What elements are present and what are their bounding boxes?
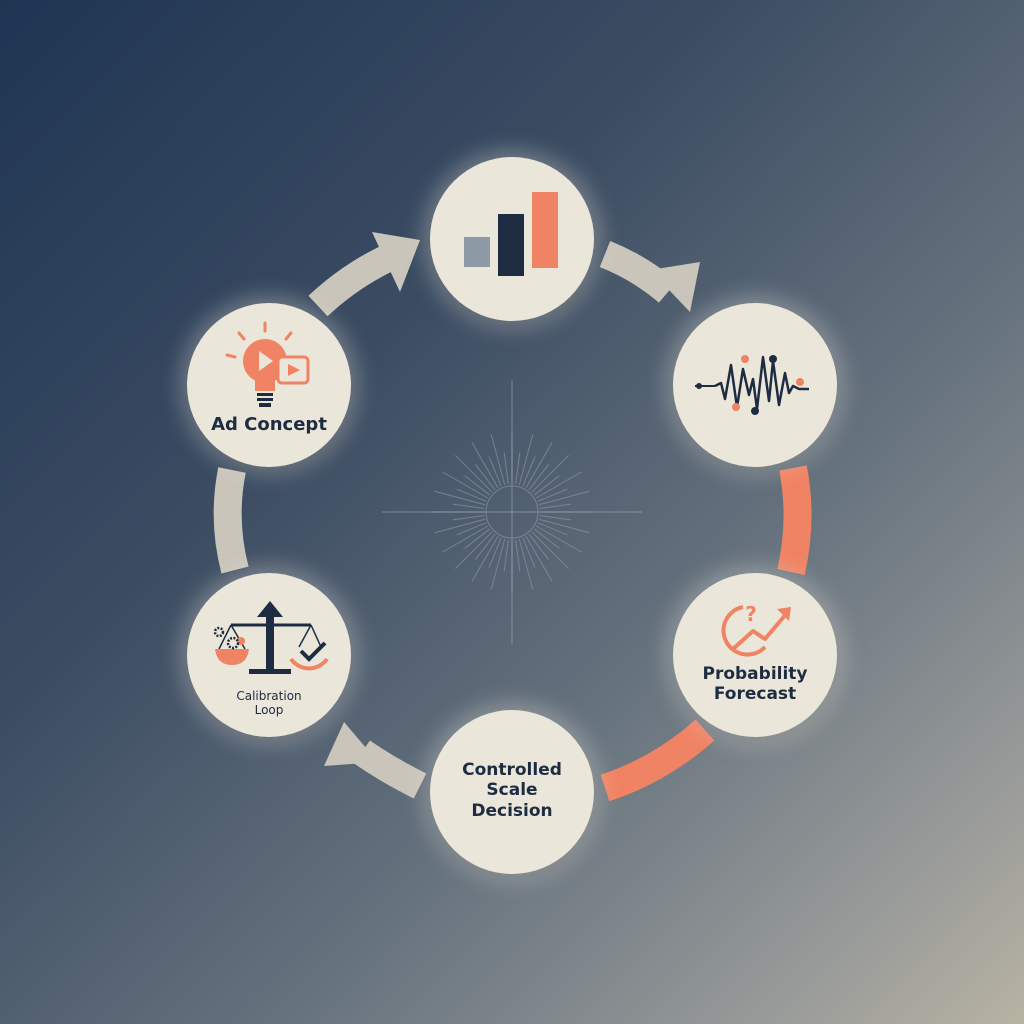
ad-concept-label: Ad Concept: [211, 414, 327, 435]
starburst-ray: [503, 452, 509, 485]
starburst-ray: [442, 525, 489, 553]
starburst-ray: [464, 475, 491, 496]
signal-waveform-icon: [695, 355, 809, 415]
starburst-ray: [455, 455, 493, 493]
starburst-ray: [533, 528, 560, 549]
starburst-ray: [434, 518, 486, 534]
starburst-ray: [515, 539, 521, 572]
starburst-ray: [452, 503, 485, 509]
starburst-ray: [464, 528, 491, 549]
starburst-ray: [490, 538, 506, 590]
node-metrics: [430, 157, 594, 321]
starburst-ray: [533, 475, 560, 496]
probability-forecast-label: Probability Forecast: [702, 664, 808, 705]
starburst-ray: [537, 488, 568, 502]
connector-top-to-right: [599, 241, 700, 312]
lightbulb-video-icon: [225, 321, 310, 407]
starburst-ray: [515, 452, 521, 485]
starburst-ray: [525, 442, 553, 489]
node-ad-concept: Ad Concept: [187, 303, 351, 467]
svg-text:?: ?: [745, 602, 757, 626]
starburst-ray: [525, 535, 553, 582]
starburst-ray: [539, 503, 572, 509]
starburst-ray: [452, 515, 485, 521]
starburst-ray: [528, 464, 549, 491]
calibration-loop-label: Calibration Loop: [236, 689, 302, 718]
starburst-ray: [488, 456, 502, 487]
starburst-ray: [488, 537, 502, 568]
starburst-ray: [535, 525, 582, 553]
starburst-ray: [518, 538, 534, 590]
balance-scale-icon: [213, 601, 329, 674]
center-starburst: [382, 380, 642, 644]
starburst-ray: [537, 522, 568, 536]
connector-bottom-left-to-left: [213, 467, 249, 574]
bar-chart-icon: [464, 192, 558, 276]
node-calibration-loop: Calibration Loop: [187, 573, 351, 737]
starburst-ray: [455, 531, 493, 569]
node-probability-forecast: ? Probability Forecast: [673, 573, 837, 737]
starburst-ray: [539, 515, 572, 521]
connector-left-to-top: [308, 232, 420, 317]
connector-bottom-right-to-bottom: [600, 719, 715, 802]
starburst-ray: [531, 531, 569, 569]
node-controlled-scale-decision: Controlled Scale Decision: [430, 710, 594, 874]
controlled-scale-decision-label: Controlled Scale Decision: [462, 760, 562, 821]
starburst-ray: [475, 464, 496, 491]
connector-bottom-to-bottom-left: [324, 722, 427, 799]
starburst-ray: [503, 539, 509, 572]
starburst-ray: [522, 537, 536, 568]
starburst-ray: [538, 518, 590, 534]
starburst-ray: [535, 471, 582, 499]
connector-right-to-bottom-right: [777, 465, 812, 576]
starburst-ray: [471, 535, 499, 582]
starburst-ray: [434, 490, 486, 506]
starburst-ray: [456, 488, 487, 502]
starburst-ray: [442, 471, 489, 499]
starburst-ray: [456, 522, 487, 536]
starburst-ray: [538, 490, 590, 506]
starburst-ray: [531, 455, 569, 493]
starburst-ray: [471, 442, 499, 489]
starburst-ray: [522, 456, 536, 487]
starburst-ray: [528, 533, 549, 560]
starburst-ray: [490, 434, 506, 486]
node-signal: [673, 303, 837, 467]
question-trend-icon: ?: [721, 602, 791, 657]
starburst-ray: [475, 533, 496, 560]
starburst-ray: [518, 434, 534, 486]
